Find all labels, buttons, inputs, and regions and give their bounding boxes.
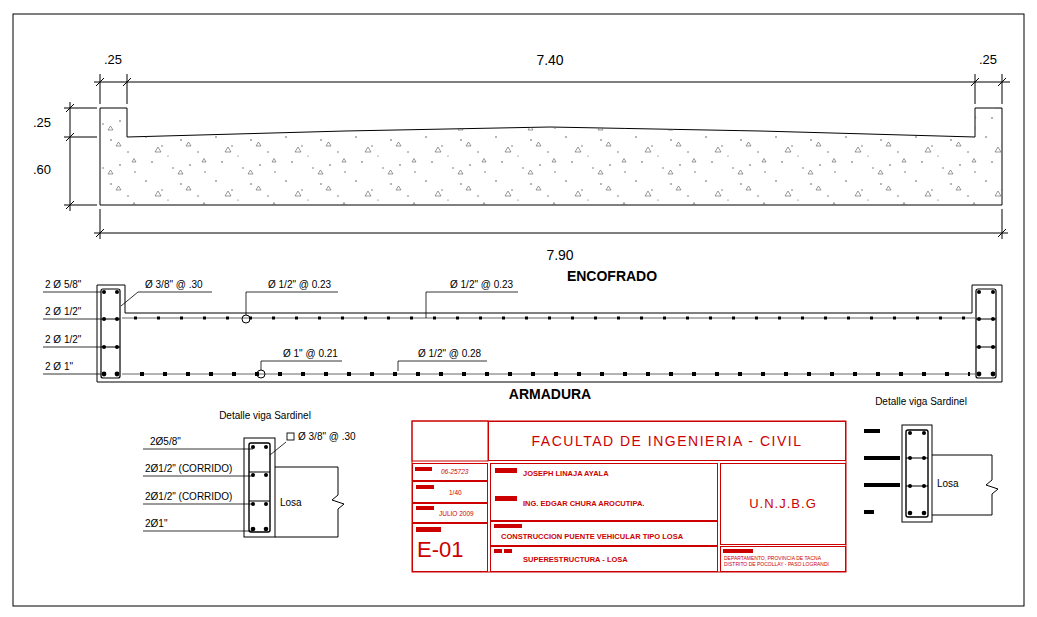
dimension-lines xyxy=(64,74,1010,239)
title-cell: JULIO 2009 xyxy=(412,503,488,523)
rebar-callout: 2Ø5/8" xyxy=(150,436,181,448)
dimension-label: 7.40 xyxy=(536,52,563,69)
cell-text: ING. EDGAR CHURA AROCUTIPA. xyxy=(523,499,644,508)
dimension-label: .25 xyxy=(33,115,51,131)
title-cell: FACULTAD DE INGENIERIA - CIVIL xyxy=(488,421,846,461)
section-title: ENCOFRADO xyxy=(567,268,657,285)
rebar-callout: 2 Ø 5/8" xyxy=(45,279,81,291)
title-cell: DEPARTAMENTO, PROVINCIA DE TACNA DISTRIT… xyxy=(720,546,846,572)
cell-text: U.N.J.B.G xyxy=(721,496,845,512)
formwork-section xyxy=(100,108,1002,205)
dimension-label: .25 xyxy=(104,52,122,68)
title-cell: U.N.J.B.G xyxy=(720,463,846,545)
cell-text: CONSTRUCCION PUENTE VEHICULAR TIPO LOSA xyxy=(501,532,683,541)
title-cell: JOSEPH LINAJA AYALA ING. EDGAR CHURA AROC… xyxy=(490,463,718,521)
curb-detail xyxy=(902,425,998,522)
bars xyxy=(251,445,269,531)
slab-box: Losa xyxy=(275,467,335,537)
cell-text: 06-25723 xyxy=(441,468,468,476)
rebar-callout: Ø 1/2" @ 0.23 xyxy=(450,279,513,291)
title-cell: 06-25723 xyxy=(412,463,488,481)
title-cell: CONSTRUCCION PUENTE VEHICULAR TIPO LOSA xyxy=(490,521,718,546)
curb-detail xyxy=(143,433,344,537)
detail-title: Detalle viga Sardinel xyxy=(875,396,967,408)
cell-text: Losa xyxy=(280,497,302,509)
dimension-label: .25 xyxy=(979,52,997,68)
cell-text: JOSEPH LINAJA AYALA xyxy=(523,469,609,478)
cell-text: DEPARTAMENTO, PROVINCIA DE TACNA DISTRIT… xyxy=(724,555,842,567)
bar-samples xyxy=(864,429,926,515)
cell-text: E-01 xyxy=(417,537,463,563)
rebar-callout: Ø 3/8" @ .30 xyxy=(145,279,203,291)
rebar-callout: 2 Ø 1" xyxy=(45,361,73,373)
rebar-callout: 2Ø1/2" (CORRIDO) xyxy=(145,463,232,475)
rebar-callout: 2 Ø 1/2" xyxy=(45,306,81,318)
title-cell: E-01 xyxy=(412,523,488,572)
cell-text: 1/40 xyxy=(449,489,462,497)
reinforcement-section xyxy=(97,285,1002,382)
cell-text: FACULTAD DE INGENIERIA - CIVIL xyxy=(489,433,845,450)
title-block xyxy=(412,421,846,572)
cell-text: JULIO 2009 xyxy=(439,510,474,518)
title-cell: 1/40 xyxy=(412,481,488,503)
bars xyxy=(102,290,996,376)
title-cell: SUPERESTRUCTURA - LOSA xyxy=(490,546,718,572)
rebar-callout: Ø 1" @ 0.21 xyxy=(283,348,338,360)
detail-title: Detalle viga Sardinel xyxy=(219,410,311,422)
rebar-callout: Ø 1/2" @ 0.28 xyxy=(418,348,481,360)
cell-text: Losa xyxy=(937,478,959,490)
rebar-callout: 2Ø1/2" (CORRIDO) xyxy=(145,491,232,503)
rebar-callout: Ø 3/8" @ .30 xyxy=(298,431,356,443)
slab-box: Losa xyxy=(932,455,992,515)
rebar-callout: 2 Ø 1/2" xyxy=(45,334,81,346)
cell-text: SUPERESTRUCTURA - LOSA xyxy=(523,555,628,564)
dimension-label: 7.90 xyxy=(546,247,573,264)
dimension-label: .60 xyxy=(33,162,51,178)
section-title: ARMADURA xyxy=(509,386,591,403)
rebar-callout: 2Ø1" xyxy=(145,518,167,530)
leader-lines xyxy=(43,292,518,374)
rebar-callout: Ø 1/2" @ 0.23 xyxy=(268,279,331,291)
